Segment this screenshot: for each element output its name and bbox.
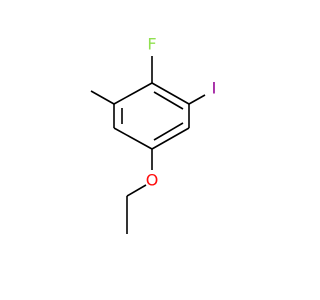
oxygen-atom-label: O <box>146 171 159 190</box>
ring-bond-c4-c5 <box>113 127 153 150</box>
ring-bond-c1-c2-inner <box>153 91 184 110</box>
ring-bond-c6-c1 <box>113 82 153 105</box>
bond-oxygen-to-ethyl <box>126 184 147 197</box>
bond-to-methyl <box>90 90 115 105</box>
ring-bond-c1-c2 <box>151 82 190 105</box>
fluorine-atom-label: F <box>147 35 156 54</box>
atom-labels: F I O <box>146 35 217 190</box>
substituent-bonds <box>90 56 206 234</box>
ring-bond-c3-c4-inner <box>153 122 184 141</box>
benzene-ring <box>113 82 190 150</box>
ring-bond-c3-c4 <box>151 127 190 150</box>
bond-to-iodine <box>188 94 206 105</box>
iodine-atom-label: I <box>212 79 217 98</box>
chemical-structure-diagram: F I O <box>90 35 217 234</box>
